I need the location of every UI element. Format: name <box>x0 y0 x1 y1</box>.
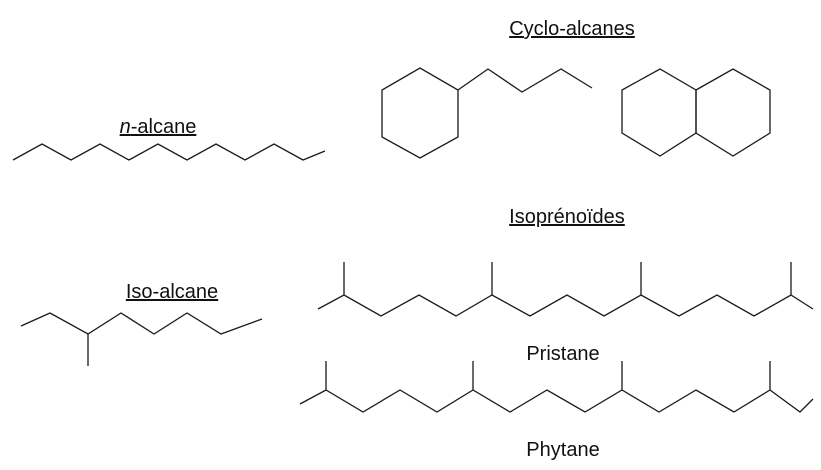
pristane-main-chain <box>317 294 814 317</box>
iso-alcane-group: Iso-alcane <box>20 281 263 366</box>
butyl-side-chain <box>457 68 593 93</box>
cyclo-alcanes-title: Cyclo-alcanes <box>509 18 635 40</box>
iso-alcane-chain <box>20 312 263 335</box>
n-alcane-title-suffix: -alcane <box>131 116 197 138</box>
n-alcane-chain <box>12 143 326 161</box>
isoprenoides-title: Isoprénoïdes <box>509 206 625 228</box>
decalin-right-ring <box>695 68 771 157</box>
phytane-main-chain <box>299 389 814 413</box>
cyclo-alcanes-group: Cyclo-alcanes <box>381 18 771 159</box>
n-alcane-title-prefix: n <box>120 116 131 138</box>
phytane-label: Phytane <box>526 439 599 461</box>
n-alcane-group: n-alcane <box>12 116 326 161</box>
decalin-left-ring <box>621 68 697 157</box>
n-alcane-title: n-alcane <box>120 116 197 138</box>
iso-alcane-title: Iso-alcane <box>126 281 218 303</box>
isoprenoides-group: Isoprénoïdes Pristane Phytane <box>299 206 814 461</box>
cyclohexane-ring <box>381 67 459 159</box>
pristane-label: Pristane <box>526 343 599 365</box>
